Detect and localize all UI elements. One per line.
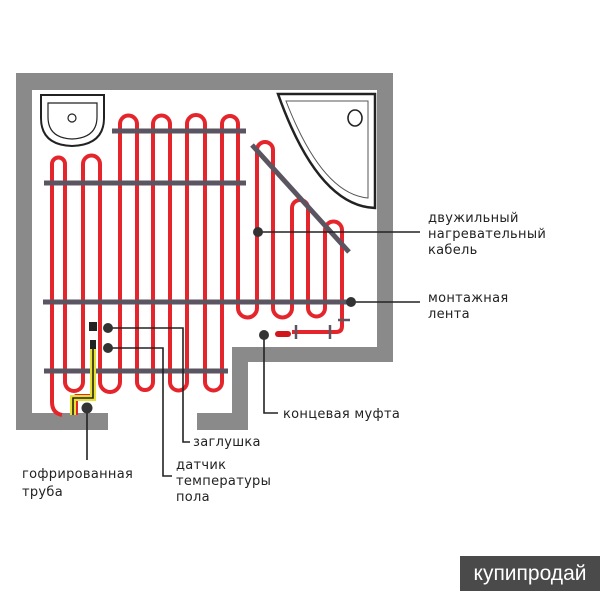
label-tube-line1: гофрированная	[22, 467, 133, 482]
label-tube-line2: труба	[22, 485, 63, 500]
label-tape-line1: монтажная	[428, 291, 509, 306]
mounting-tapes	[43, 128, 351, 374]
label-cable-line2: нагревательный	[428, 227, 546, 242]
label-sensor-line2: температуры	[176, 474, 271, 489]
label-plug: заглушка	[193, 435, 261, 450]
temperature-sensor-icon	[90, 340, 96, 349]
sink-icon	[40, 94, 105, 148]
plug-icon	[89, 322, 97, 331]
leader-lines	[81, 227, 420, 477]
label-cable-line1: двужильный	[428, 211, 519, 226]
label-sensor-line3: пола	[176, 490, 210, 505]
corrugated-tube	[70, 322, 97, 415]
room-walls	[16, 73, 393, 430]
label-end-coupling: концевая муфта	[283, 407, 400, 422]
label-tape-line2: лента	[428, 307, 470, 322]
watermark-logo: купипродай	[460, 556, 600, 591]
shower-tray-icon	[276, 92, 377, 210]
cable-end-coupling	[275, 331, 291, 337]
label-cable-line3: кабель	[428, 243, 478, 258]
label-sensor-line1: датчик	[176, 458, 226, 473]
